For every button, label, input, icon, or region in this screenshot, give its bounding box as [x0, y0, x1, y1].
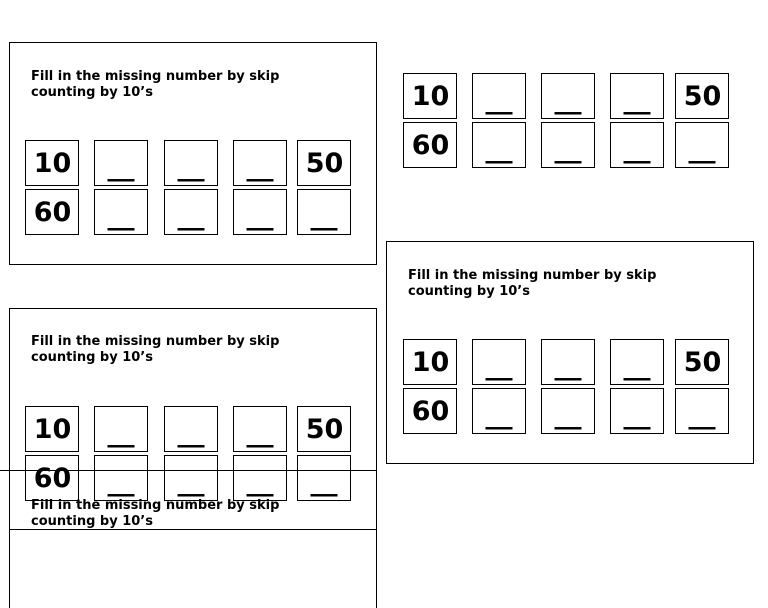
card-a-cell-3[interactable]: __: [164, 140, 218, 186]
card-a-cell-6: 60: [25, 189, 79, 235]
card-a-cell-10[interactable]: __: [297, 189, 351, 235]
worksheet-card-c: [386, 241, 754, 464]
card-a-cell-8[interactable]: __: [164, 189, 218, 235]
card-c-cell-2[interactable]: __: [472, 339, 526, 385]
worksheet-card-d: [9, 308, 377, 608]
card-e-top-border: [0, 470, 377, 471]
card-c-cell-1: 10: [403, 339, 457, 385]
card-d-cell-3[interactable]: __: [164, 406, 218, 452]
card-d-cell-2[interactable]: __: [94, 406, 148, 452]
card-c-cell-9[interactable]: __: [610, 388, 664, 434]
card-c-cell-10[interactable]: __: [675, 388, 729, 434]
card-c-cell-6: 60: [403, 388, 457, 434]
card-d-cell-10[interactable]: __: [297, 455, 351, 501]
grid-b-cell-8[interactable]: __: [541, 122, 595, 168]
card-d-instruction: Fill in the missing number by skip count…: [31, 334, 280, 365]
card-a-cell-5: 50: [297, 140, 351, 186]
card-c-instruction: Fill in the missing number by skip count…: [408, 268, 657, 299]
card-a-cell-2[interactable]: __: [94, 140, 148, 186]
card-a-cell-7[interactable]: __: [94, 189, 148, 235]
card-c-cell-8[interactable]: __: [541, 388, 595, 434]
grid-b-cell-1: 10: [403, 73, 457, 119]
grid-b-cell-10[interactable]: __: [675, 122, 729, 168]
card-a-cell-9[interactable]: __: [233, 189, 287, 235]
card-d-cell-9[interactable]: __: [233, 455, 287, 501]
card-e-instruction: Fill in the missing number by skip count…: [31, 498, 280, 529]
card-d-cell-4[interactable]: __: [233, 406, 287, 452]
card-d-cell-5: 50: [297, 406, 351, 452]
worksheet-card-a: [9, 42, 377, 265]
card-d-cell-8[interactable]: __: [164, 455, 218, 501]
grid-b-cell-9[interactable]: __: [610, 122, 664, 168]
card-c-cell-7[interactable]: __: [472, 388, 526, 434]
grid-b-cell-5: 50: [675, 73, 729, 119]
card-c-cell-3[interactable]: __: [541, 339, 595, 385]
card-d-cell-6: 60: [25, 455, 79, 501]
grid-b-cell-7[interactable]: __: [472, 122, 526, 168]
card-d-cell-1: 10: [25, 406, 79, 452]
card-c-cell-5: 50: [675, 339, 729, 385]
card-a-instruction: Fill in the missing number by skip count…: [31, 69, 280, 100]
grid-b-cell-6: 60: [403, 122, 457, 168]
card-a-cell-1: 10: [25, 140, 79, 186]
grid-b-cell-2[interactable]: __: [472, 73, 526, 119]
grid-b-cell-4[interactable]: __: [610, 73, 664, 119]
card-d-cell-7[interactable]: __: [94, 455, 148, 501]
card-e-divider: [9, 529, 377, 530]
grid-b-cell-3[interactable]: __: [541, 73, 595, 119]
card-c-cell-4[interactable]: __: [610, 339, 664, 385]
card-a-cell-4[interactable]: __: [233, 140, 287, 186]
